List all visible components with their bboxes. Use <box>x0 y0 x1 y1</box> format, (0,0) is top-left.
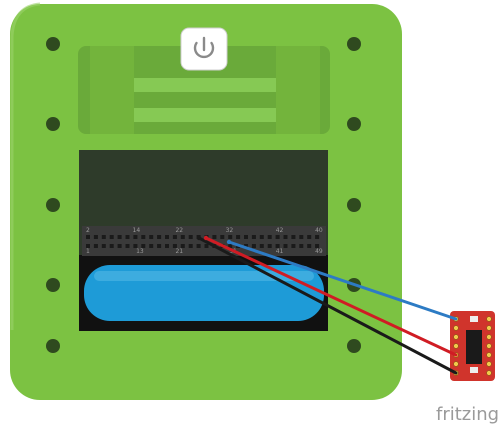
screw-hole <box>46 339 60 353</box>
header-pin <box>259 244 264 248</box>
header-pin <box>267 235 272 239</box>
header-pin <box>141 235 146 239</box>
header-pin <box>149 235 154 239</box>
header-pin <box>315 235 320 239</box>
header-pin <box>180 244 185 248</box>
header-pin <box>109 244 114 248</box>
header-pin <box>86 235 90 239</box>
header-pin <box>93 235 98 239</box>
blue-wire <box>227 240 458 321</box>
header-pin <box>244 244 248 248</box>
header-pin <box>101 244 106 248</box>
header-pin <box>157 235 162 239</box>
header-pin <box>180 235 185 239</box>
screw-hole <box>347 37 361 51</box>
screw-hole <box>46 278 60 292</box>
header-pin <box>220 235 225 239</box>
header-pin <box>251 235 256 239</box>
brand-label: fritzing <box>436 404 499 425</box>
header-pin <box>133 244 138 248</box>
header-pin <box>149 244 154 248</box>
header-pin <box>244 235 248 239</box>
header-number: 40 <box>315 227 323 234</box>
screw-hole <box>347 339 361 353</box>
screw-hole <box>347 198 361 212</box>
header-pin <box>228 235 233 239</box>
header-pin <box>307 235 312 239</box>
screw-holes <box>46 37 361 353</box>
header-pin <box>204 244 209 248</box>
breakout-module <box>450 311 495 381</box>
header-pin <box>188 244 193 248</box>
screw-hole <box>347 117 361 131</box>
power-button[interactable] <box>180 27 228 71</box>
header-pin <box>275 244 280 248</box>
header-pin <box>125 235 130 239</box>
header-pin <box>101 235 106 239</box>
header-pin <box>117 235 122 239</box>
header-pin <box>172 235 177 239</box>
header-pin <box>133 235 138 239</box>
black-wire <box>197 236 458 375</box>
header-pin <box>141 244 146 248</box>
header-pin <box>299 235 304 239</box>
header-pin <box>307 244 312 248</box>
header-pin <box>315 244 320 248</box>
header-number: 21 <box>175 248 183 255</box>
header-pin <box>283 235 288 239</box>
header-number: 22 <box>175 227 183 234</box>
header-pin <box>212 235 217 239</box>
header-pin <box>299 244 304 248</box>
header-number: 1 <box>86 248 90 255</box>
header-pin <box>196 244 201 248</box>
header-pin <box>267 244 272 248</box>
header-number: 42 <box>276 227 284 234</box>
header-number: 41 <box>276 248 284 255</box>
header-number: 2 <box>86 227 90 234</box>
header-pin <box>188 235 193 239</box>
header-number: 49 <box>315 248 323 255</box>
wires <box>196 235 458 375</box>
header-pin <box>165 244 169 248</box>
header-number: 14 <box>133 227 141 234</box>
battery <box>84 265 324 321</box>
header-pin <box>109 235 114 239</box>
header-pin <box>117 244 122 248</box>
header-pin <box>283 244 288 248</box>
screw-hole <box>46 117 60 131</box>
header-pin <box>172 244 177 248</box>
header-pin <box>86 244 90 248</box>
header-pin <box>259 235 264 239</box>
red-wire <box>204 236 458 357</box>
header-number: 32 <box>226 227 234 234</box>
header-pin <box>236 235 241 239</box>
header-number: 13 <box>136 248 144 255</box>
header-pin <box>228 244 233 248</box>
screw-hole <box>46 198 60 212</box>
header-pin <box>251 244 256 248</box>
header-pin <box>291 244 296 248</box>
header-pin <box>291 235 296 239</box>
screw-hole <box>46 37 60 51</box>
header-pin <box>275 235 280 239</box>
header-pin <box>165 235 169 239</box>
case-handle <box>78 46 330 134</box>
header-pin <box>125 244 130 248</box>
header-pin <box>157 244 162 248</box>
header-pin <box>93 244 98 248</box>
power-icon <box>193 36 215 59</box>
